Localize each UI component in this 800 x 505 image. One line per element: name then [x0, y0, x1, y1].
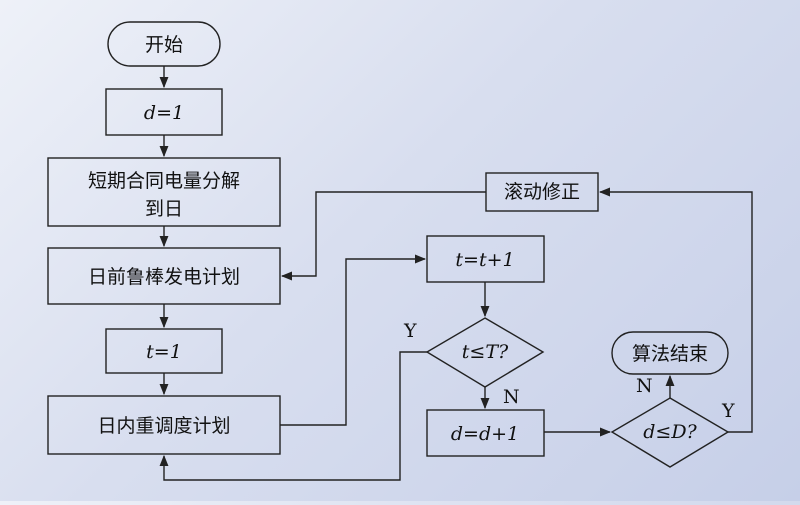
day-ahead-plan-node: 日前鲁棒发电计划 [47, 247, 281, 305]
edge-cond-t-yes-to-intraday [159, 351, 427, 481]
inc-t-label: t=t+1 [455, 249, 514, 271]
rolling-correction-label: 滚动修正 [504, 181, 580, 203]
init-t-label: t=1 [146, 341, 182, 363]
edges [159, 66, 753, 481]
rolling-correction-node: 滚动修正 [485, 172, 599, 212]
cond-d-no-label: N [636, 375, 653, 397]
contract-split-node: 短期合同电量分解 到日 [47, 157, 281, 227]
cond-d-yes-label: Y [721, 400, 735, 422]
inc-t-node: t=t+1 [426, 235, 545, 283]
end-node: 算法结束 [611, 331, 729, 375]
cond-d-node: d≤D? [610, 397, 730, 468]
cond-t-node: t≤T? [425, 317, 545, 388]
intraday-redispatch-label: 日内重调度计划 [97, 415, 230, 437]
start-label: 开始 [145, 34, 183, 56]
cond-t-yes-label: Y [403, 320, 417, 342]
init-t-node: t=1 [105, 328, 223, 374]
contract-split-label-line1: 短期合同电量分解 [88, 170, 240, 192]
end-label: 算法结束 [632, 343, 708, 365]
edge-cond-d-yes-to-rolling [598, 187, 753, 433]
init-d-node: d=1 [105, 88, 223, 136]
day-ahead-plan-label: 日前鲁棒发电计划 [88, 266, 240, 288]
init-d-label: d=1 [144, 102, 184, 124]
inc-d-node: d=d+1 [426, 409, 545, 457]
edge-rolling-to-dayahead [280, 191, 486, 281]
cond-d-label: d≤D? [643, 421, 697, 443]
cond-t-label: t≤T? [462, 341, 509, 363]
edge-intraday-to-inc-t [280, 254, 427, 426]
cond-t-no-label: N [503, 386, 520, 408]
inc-d-label: d=d+1 [451, 423, 519, 445]
contract-split-label-line2: 到日 [145, 198, 183, 220]
start-node: 开始 [107, 21, 221, 67]
intraday-redispatch-node: 日内重调度计划 [47, 395, 281, 455]
